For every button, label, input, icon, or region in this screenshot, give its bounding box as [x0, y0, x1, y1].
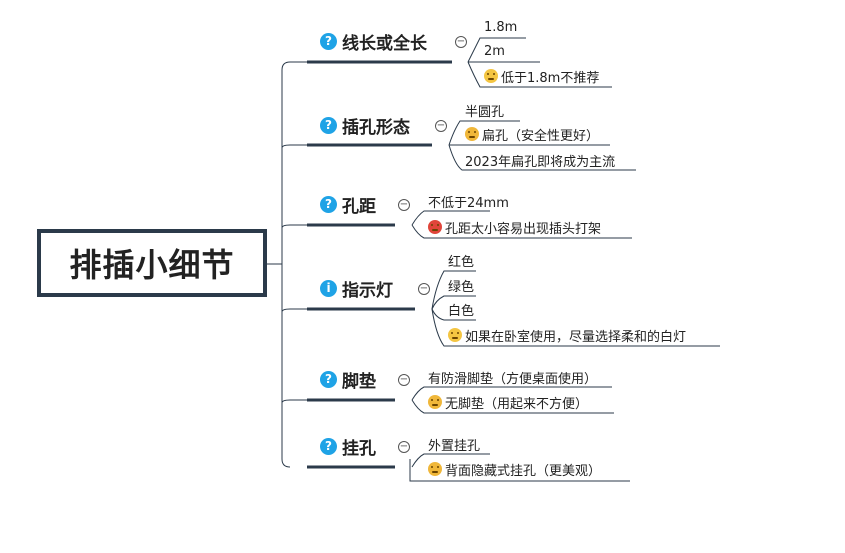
neutral-face-icon: [484, 69, 498, 83]
branch-hole-spacing[interactable]: ? 孔距: [320, 192, 376, 217]
leaf-item[interactable]: 2m: [484, 43, 505, 59]
happy-face-icon: [448, 328, 462, 342]
leaf-item[interactable]: 孔距太小容易出现插头打架: [428, 218, 601, 237]
leaf-item[interactable]: 低于1.8m不推荐: [484, 67, 599, 86]
surprised-face-icon: [428, 395, 442, 409]
branch-label: 挂孔: [342, 438, 376, 459]
branch-label: 指示灯: [342, 280, 393, 301]
leaf-item[interactable]: 不低于24mm: [428, 195, 509, 211]
branch-line-length[interactable]: ? 线长或全长: [320, 29, 427, 54]
leaf-item[interactable]: 扁孔（安全性更好）: [465, 125, 599, 144]
collapse-toggle-icon[interactable]: −: [418, 283, 430, 295]
leaf-item[interactable]: 白色: [448, 303, 475, 319]
branch-indicator-light[interactable]: i 指示灯: [320, 276, 393, 301]
collapse-toggle-icon[interactable]: −: [435, 120, 447, 132]
question-icon: ?: [320, 437, 337, 455]
leaf-item[interactable]: 2023年扁孔即将成为主流: [465, 154, 616, 170]
angry-face-icon: [428, 220, 442, 234]
question-icon: ?: [320, 195, 337, 213]
collapse-toggle-icon[interactable]: −: [398, 199, 410, 211]
question-icon: ?: [320, 370, 337, 388]
leaf-item[interactable]: 外置挂孔: [428, 438, 481, 454]
branch-label: 脚垫: [342, 371, 376, 392]
question-icon: ?: [320, 32, 337, 50]
collapse-toggle-icon[interactable]: −: [398, 441, 410, 453]
leaf-item[interactable]: 背面隐藏式挂孔（更美观）: [428, 460, 601, 479]
leaf-item[interactable]: 绿色: [448, 279, 475, 295]
leaf-item[interactable]: 红色: [448, 254, 475, 270]
branch-hanging-hole[interactable]: ? 挂孔: [320, 434, 376, 459]
branch-label: 插孔形态: [342, 117, 410, 138]
root-title: 排插小细节: [69, 246, 235, 284]
leaf-item[interactable]: 如果在卧室使用，尽量选择柔和的白灯: [448, 326, 686, 345]
leaf-item[interactable]: 无脚垫（用起来不方便）: [428, 393, 588, 412]
collapse-toggle-icon[interactable]: −: [455, 36, 467, 48]
branch-label: 线长或全长: [342, 33, 427, 54]
leaf-item[interactable]: 半圆孔: [465, 104, 505, 120]
branch-foot-pad[interactable]: ? 脚垫: [320, 367, 376, 392]
leaf-item[interactable]: 1.8m: [484, 19, 518, 35]
surprised-face-icon: [428, 462, 442, 476]
info-icon: i: [320, 279, 337, 297]
root-topic[interactable]: 排插小细节: [37, 229, 267, 297]
branch-label: 孔距: [342, 196, 376, 217]
surprised-face-icon: [465, 127, 479, 141]
branch-socket-shape[interactable]: ? 插孔形态: [320, 113, 410, 138]
question-icon: ?: [320, 116, 337, 134]
collapse-toggle-icon[interactable]: −: [398, 374, 410, 386]
leaf-item[interactable]: 有防滑脚垫（方便桌面使用）: [428, 371, 598, 387]
